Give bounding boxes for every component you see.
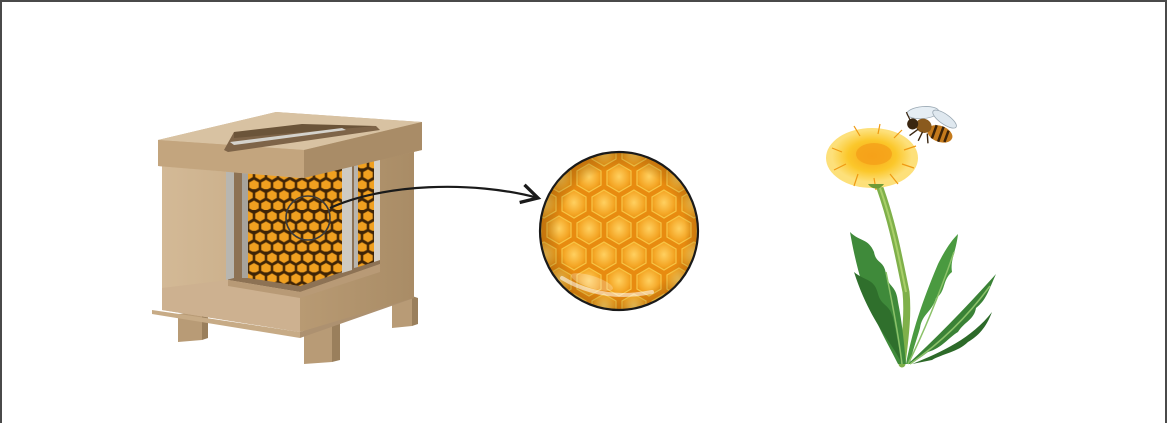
hive-lid xyxy=(158,112,422,178)
magnifier-ring xyxy=(285,195,331,241)
bee-icon xyxy=(905,106,957,144)
honeycomb-circle-border xyxy=(538,150,700,312)
honeycomb-magnified xyxy=(538,150,700,312)
magnify-arrow xyxy=(329,183,542,209)
beehive-illustration xyxy=(152,112,422,364)
hive-body xyxy=(162,130,414,332)
dandelion-flower xyxy=(826,123,918,191)
dandelion-illustration xyxy=(826,106,996,368)
comb-frame-back xyxy=(358,133,374,267)
dandelion-leaves xyxy=(850,232,996,365)
comb-frame-main xyxy=(248,140,342,286)
